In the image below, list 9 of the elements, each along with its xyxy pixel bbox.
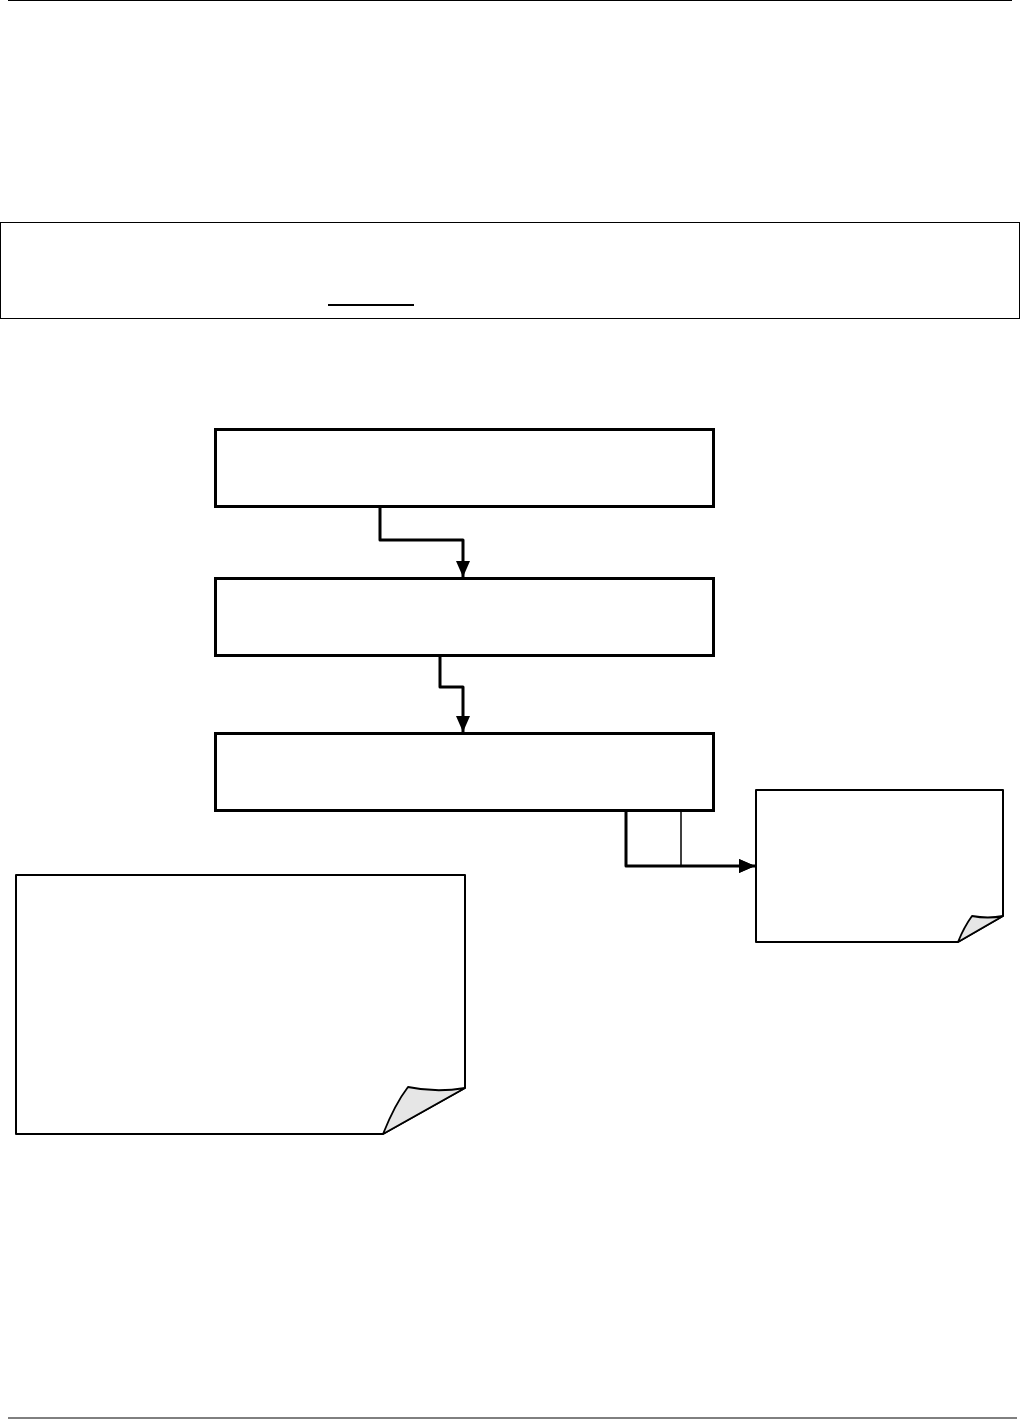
outlined-box — [0, 222, 1020, 319]
arrow — [680, 811, 756, 873]
note-page — [15, 874, 466, 1136]
arrow — [438, 657, 470, 732]
process-box — [214, 577, 715, 657]
process-box — [214, 732, 715, 812]
note-page — [755, 789, 1004, 944]
process-box — [214, 428, 715, 508]
arrow — [378, 508, 470, 577]
